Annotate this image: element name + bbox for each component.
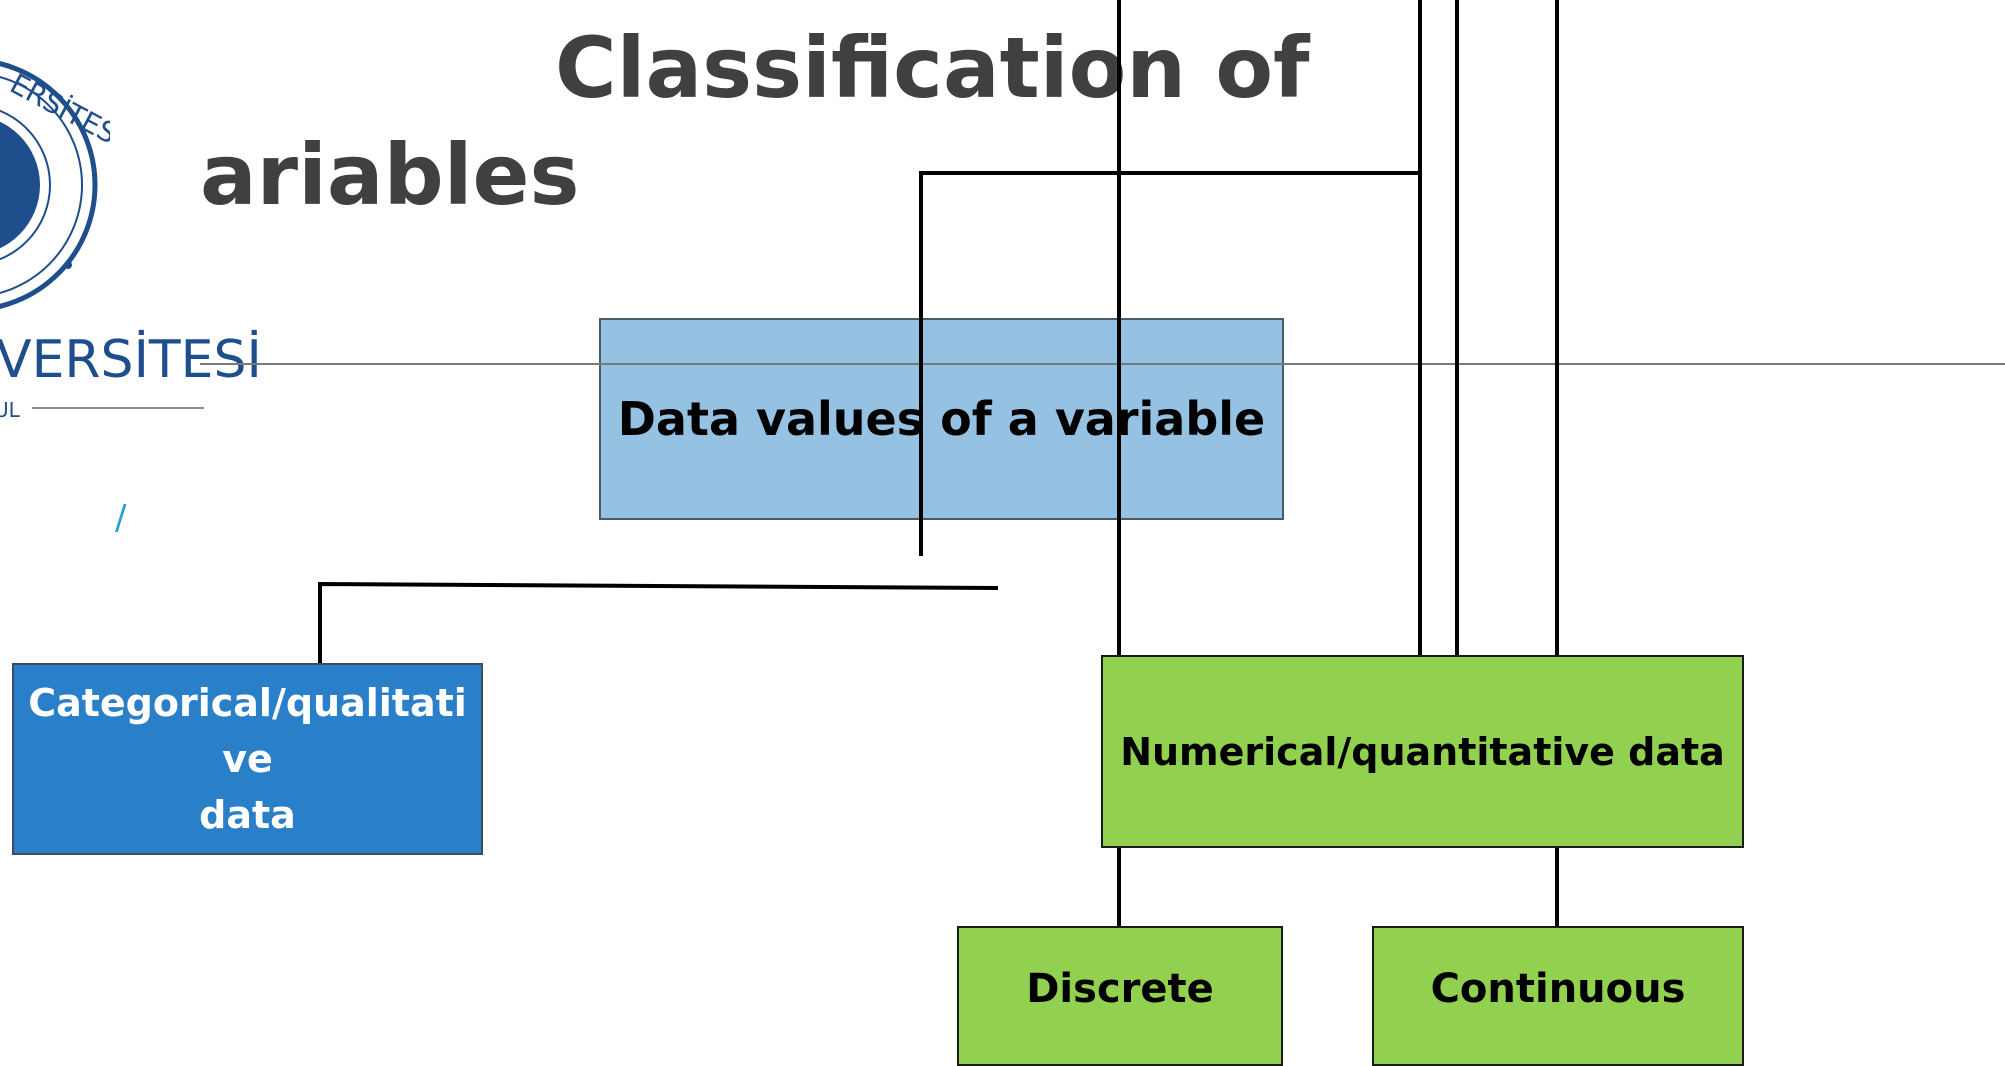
root-node-label: Data values of a variable: [617, 392, 1266, 446]
logo-wordmark: VERSİTESİ: [0, 330, 262, 390]
connector-line: [318, 581, 999, 663]
university-seal-logo: ERSİTESİ: [0, 61, 110, 309]
node-numerical-data: Numerical/quantitative data: [1101, 655, 1744, 848]
logo-underline: [32, 407, 204, 409]
slash-mark: /: [115, 498, 127, 538]
discrete-node-label: Discrete: [1026, 966, 1214, 1012]
logo-subtext: UL: [0, 398, 20, 422]
node-categorical-data: Categorical/qualitati ve data: [12, 663, 483, 855]
categorical-node-label: Categorical/qualitati ve data: [28, 680, 467, 838]
continuous-node-label: Continuous: [1430, 966, 1686, 1012]
slide-title-line2: ariables: [200, 126, 580, 224]
numerical-node-label: Numerical/quantitative data: [1120, 729, 1725, 774]
node-discrete: Discrete: [957, 926, 1283, 1066]
root-node-data-values: Data values of a variable: [599, 318, 1284, 520]
slide-title-line1: Classification of: [555, 19, 1310, 117]
node-continuous: Continuous: [1372, 926, 1744, 1066]
